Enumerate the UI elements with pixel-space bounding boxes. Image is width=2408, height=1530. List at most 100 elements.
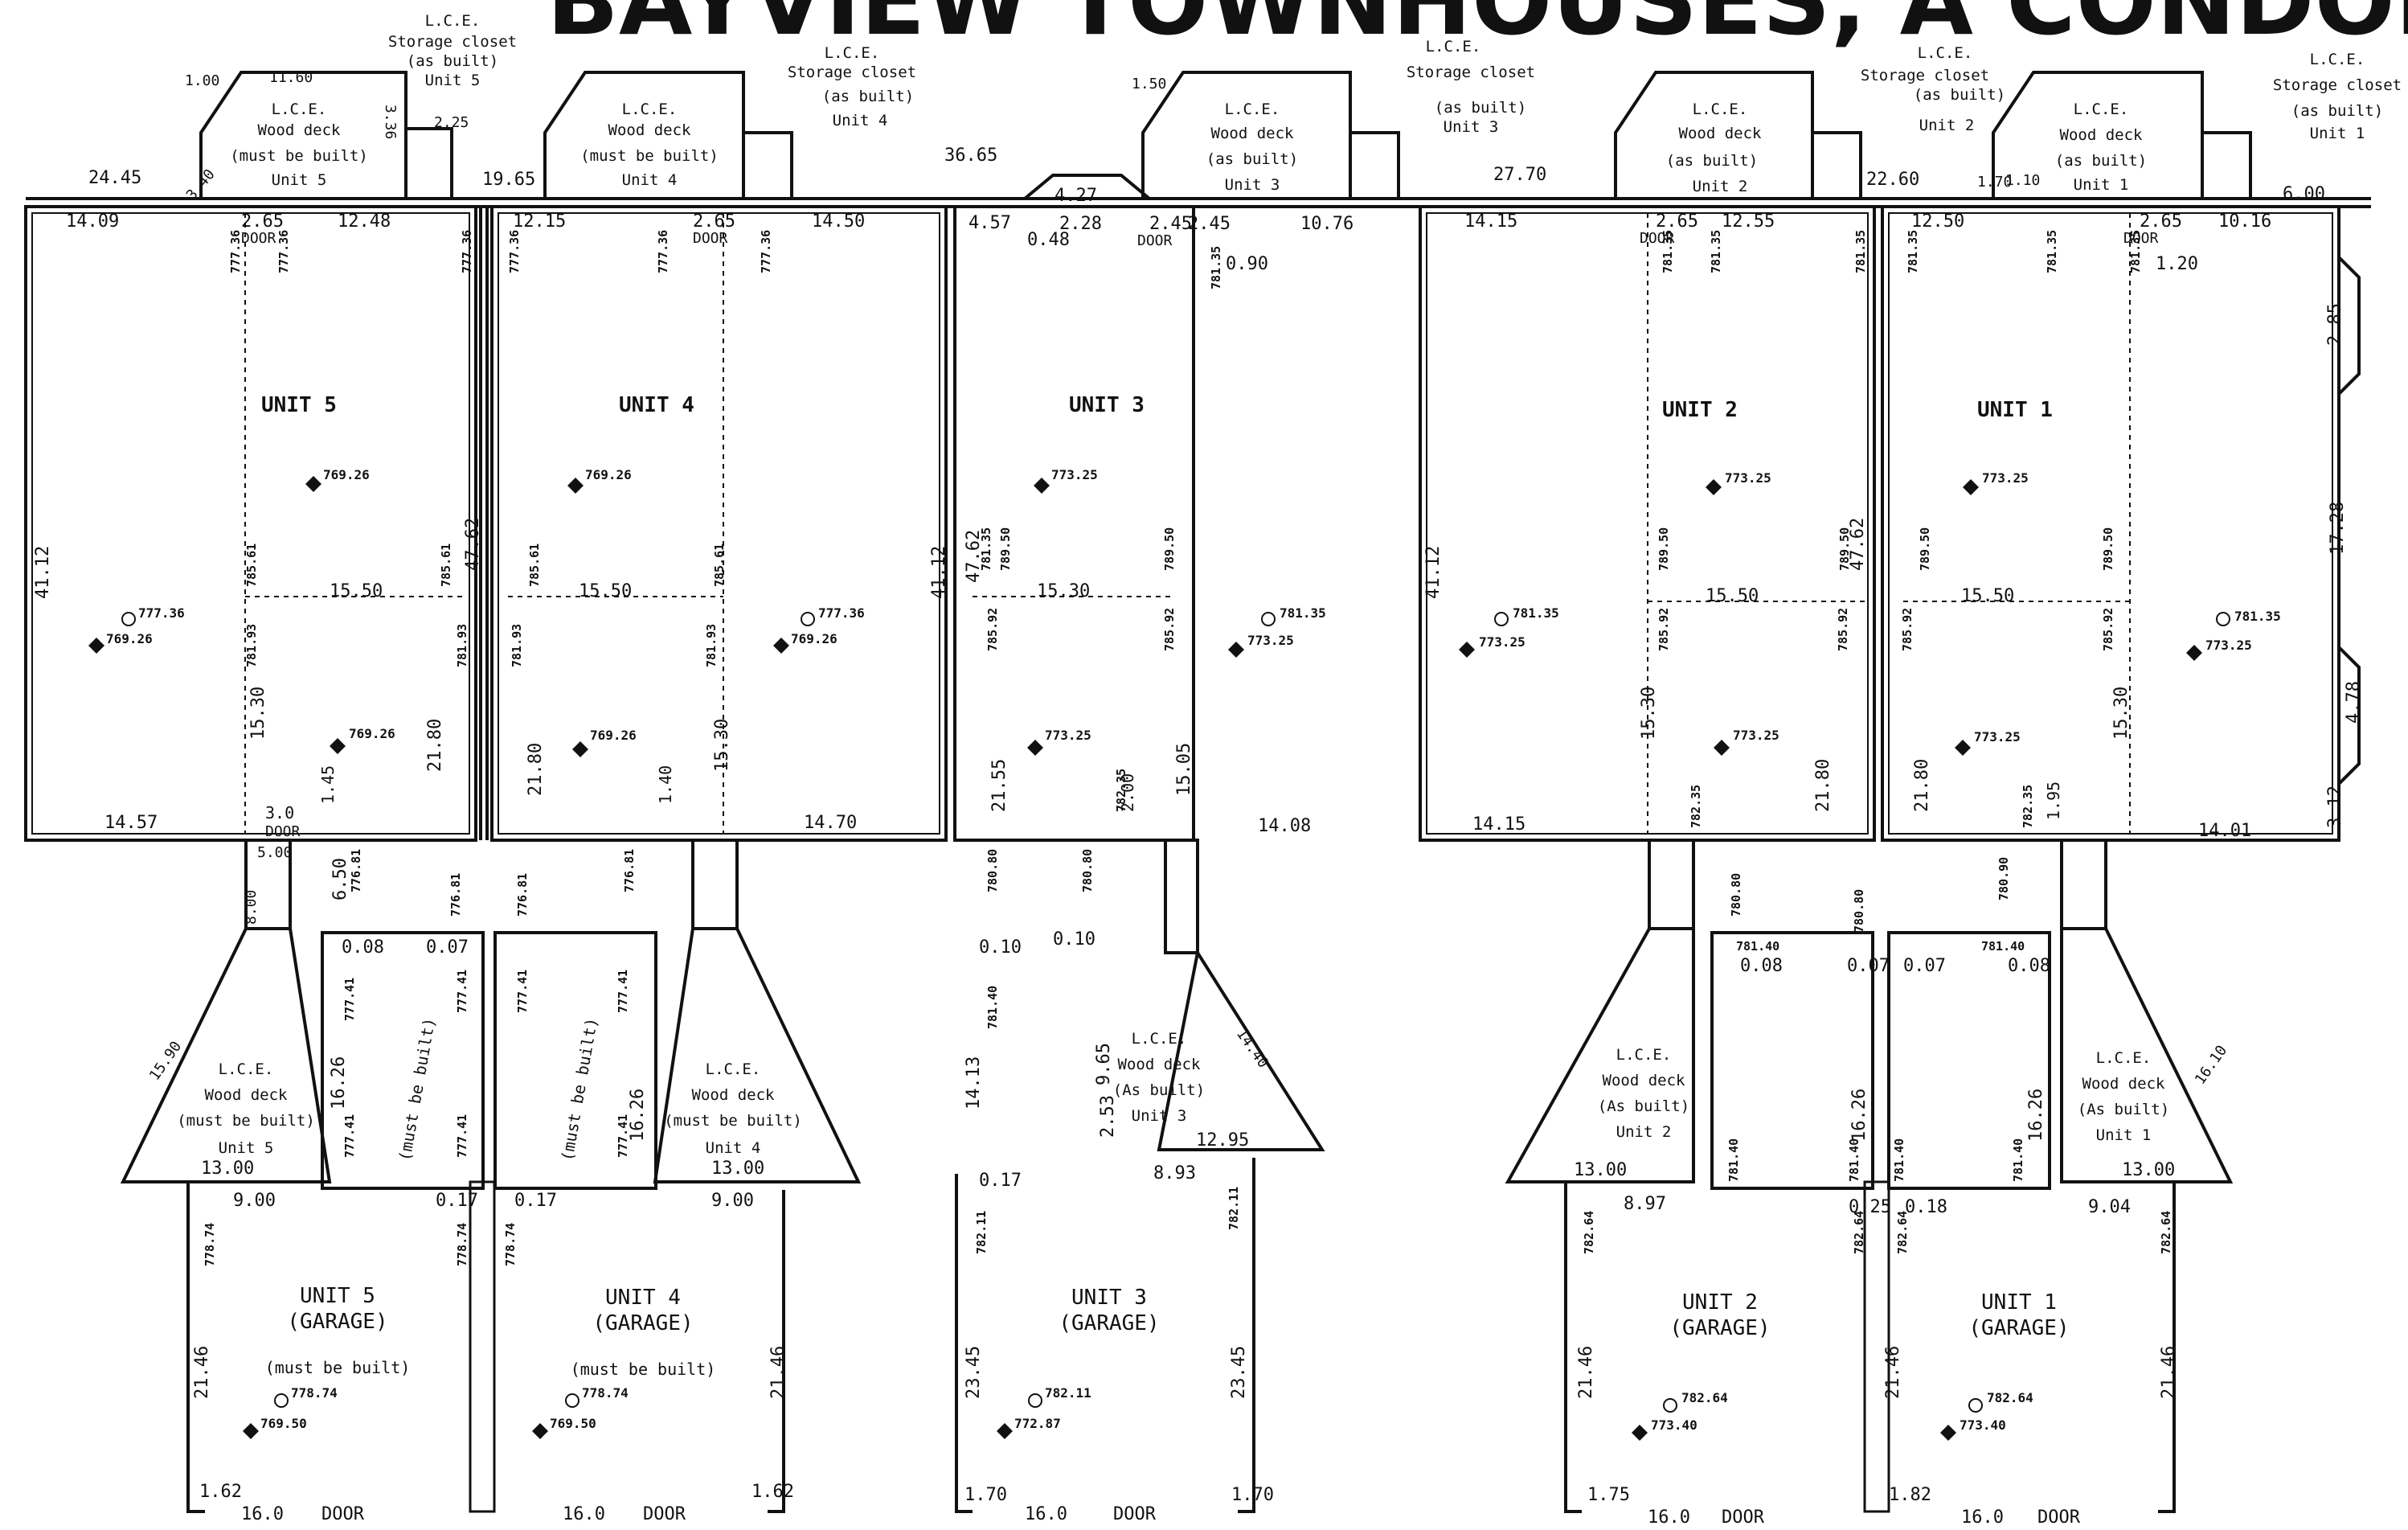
unit-2-garage-label: UNIT 2 [1682,1290,1758,1315]
svg-text:10.16: 10.16 [2218,211,2271,232]
svg-text:13.00: 13.00 [711,1159,764,1179]
svg-text:0.07: 0.07 [1903,956,1946,976]
elevation-points: 769.26 777.36 769.26 769.26 778.74 769.5… [88,467,2281,1441]
unit-4-garage-sub: (GARAGE) [592,1311,693,1335]
svg-text:16.0: 16.0 [1025,1504,1067,1524]
svg-text:L.C.E.: L.C.E. [1426,38,1481,55]
svg-text:2.25: 2.25 [434,114,469,131]
unit-2-label: UNIT 2 [1662,398,1738,422]
unit-1-garage-sub: (GARAGE) [1968,1316,2069,1340]
svg-text:9.04: 9.04 [2088,1197,2131,1217]
svg-text:Unit 3: Unit 3 [1444,118,1499,136]
svg-text:777.36: 777.36 [656,230,670,273]
svg-text:2.45: 2.45 [1149,214,1192,234]
svg-text:773.25: 773.25 [1725,470,1771,486]
svg-text:773.25: 773.25 [1045,728,1091,743]
svg-text:777.36: 777.36 [138,605,185,621]
elevation-marker: 772.87 [997,1416,1061,1439]
page-title: BAYVIEW TOWNHOUSES, A CONDOM [547,0,2408,56]
elevation-marker: 769.50 [532,1416,596,1439]
svg-text:12.48: 12.48 [338,211,391,232]
svg-text:Wood deck: Wood deck [1679,125,1763,142]
svg-text:781.35: 781.35 [1280,605,1326,621]
svg-text:1.70: 1.70 [1977,174,2012,191]
svg-text:15.90: 15.90 [146,1038,185,1083]
svg-text:777.41: 777.41 [515,970,530,1013]
svg-text:21.46: 21.46 [1883,1346,1903,1399]
svg-text:778.74: 778.74 [291,1385,338,1401]
svg-text:(as built): (as built) [1435,99,1526,117]
svg-text:23.45: 23.45 [964,1346,984,1399]
svg-text:13.00: 13.00 [201,1159,254,1179]
svg-text:21.46: 21.46 [768,1346,788,1399]
svg-text:789.50: 789.50 [1918,527,1932,571]
unit-2-garage-sub: (GARAGE) [1669,1316,1770,1340]
svg-text:21.80: 21.80 [526,743,546,796]
svg-text:Unit 2: Unit 2 [1616,1123,1672,1141]
svg-text:21.80: 21.80 [425,719,445,772]
svg-text:781.40: 781.40 [1981,939,2025,954]
svg-text:773.25: 773.25 [1051,467,1098,482]
svg-text:L.C.E.: L.C.E. [706,1060,761,1078]
svg-text:L.C.E.: L.C.E. [1225,100,1280,118]
svg-text:L.C.E.: L.C.E. [2074,100,2129,118]
elevation-marker: 773.25 [2186,638,2252,661]
svg-text:16.0: 16.0 [241,1504,284,1524]
svg-text:781.35: 781.35 [1906,230,1920,273]
svg-text:789.50: 789.50 [998,527,1013,571]
svg-text:21.80: 21.80 [1813,759,1833,812]
svg-text:781.35: 781.35 [1853,230,1868,273]
svg-text:785.92: 785.92 [1900,608,1915,651]
svg-text:8.93: 8.93 [1153,1163,1196,1183]
svg-text:47.62: 47.62 [964,530,984,583]
unit-4-garage-label: UNIT 4 [605,1286,681,1310]
svg-text:777.41: 777.41 [616,1114,630,1158]
svg-text:16.26: 16.26 [628,1089,648,1142]
elevation-marker: 777.36 [121,605,185,626]
svg-text:L.C.E.: L.C.E. [1616,1046,1672,1064]
svg-text:L.C.E.: L.C.E. [1918,44,1973,62]
svg-text:776.81: 776.81 [349,849,363,892]
elevation-marker: 782.11 [1028,1385,1091,1408]
svg-text:Storage closet: Storage closet [1861,67,1989,84]
svg-text:772.87: 772.87 [1014,1416,1061,1431]
svg-text:2.00: 2.00 [1118,773,1137,812]
svg-text:L.C.E.: L.C.E. [1693,100,1748,118]
svg-text:773.25: 773.25 [1974,729,2021,744]
svg-text:16.0: 16.0 [1961,1507,2004,1528]
svg-text:(as built): (as built) [1914,86,2005,104]
svg-text:14.15: 14.15 [1464,211,1517,232]
elevation-marker: 781.35 [1261,605,1326,626]
svg-text:Wood deck: Wood deck [692,1086,776,1104]
svg-text:47.62: 47.62 [1848,518,1868,571]
svg-text:785.92: 785.92 [1836,608,1850,651]
svg-text:14.70: 14.70 [804,813,857,833]
svg-text:782.64: 782.64 [1987,1390,2033,1405]
svg-text:785.92: 785.92 [1162,608,1177,651]
svg-text:777.41: 777.41 [455,1114,469,1158]
svg-text:789.50: 789.50 [1162,527,1177,571]
svg-text:(must be built): (must be built) [664,1112,802,1130]
svg-text:Unit 5: Unit 5 [219,1139,274,1157]
svg-text:780.80: 780.80 [1852,889,1866,933]
svg-text:DOOR: DOOR [2123,230,2159,247]
svg-text:1.62: 1.62 [751,1482,794,1502]
svg-text:769.50: 769.50 [550,1416,596,1431]
svg-text:782.11: 782.11 [974,1211,989,1254]
svg-text:2.28: 2.28 [1059,214,1102,234]
svg-text:16.26: 16.26 [329,1056,349,1110]
svg-text:3.0: 3.0 [265,803,294,822]
svg-text:Wood deck: Wood deck [2060,126,2144,144]
svg-text:781.40: 781.40 [1892,1138,1906,1182]
svg-text:773.25: 773.25 [1247,633,1294,648]
elevation-marker: 769.50 [243,1416,307,1439]
svg-text:(As built): (As built) [2078,1101,2169,1118]
svg-text:789.50: 789.50 [1837,527,1852,571]
svg-text:782.64: 782.64 [1895,1211,1910,1254]
svg-text:L.C.E.: L.C.E. [2310,51,2365,68]
svg-text:769.26: 769.26 [590,728,637,743]
svg-text:785.61: 785.61 [439,543,453,587]
svg-text:780.80: 780.80 [1729,873,1743,917]
svg-text:781.93: 781.93 [704,624,719,667]
svg-text:13.00: 13.00 [2122,1160,2175,1180]
